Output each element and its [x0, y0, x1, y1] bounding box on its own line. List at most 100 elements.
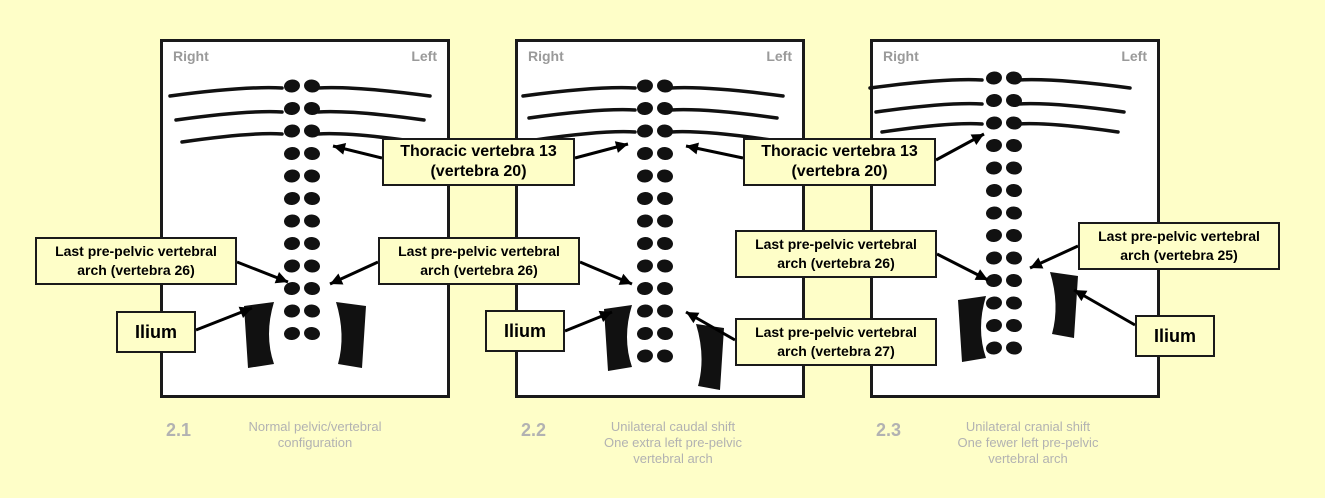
rib — [521, 85, 637, 98]
callout-line: arch (vertebra 26) — [777, 255, 895, 271]
vertebra-blob — [284, 326, 300, 341]
rib — [1016, 121, 1120, 134]
rib — [1016, 77, 1132, 90]
vertebra-blob — [657, 79, 673, 93]
vertebra-blob — [657, 191, 673, 206]
vertebra-blob — [986, 93, 1002, 108]
vertebra-blob — [637, 169, 653, 183]
caption-line: vertebral arch — [988, 451, 1068, 466]
vertebra-blob — [986, 318, 1002, 333]
vertebra-blob — [637, 124, 653, 138]
arrowhead — [614, 141, 628, 153]
vertebra-blob — [986, 206, 1002, 220]
callout-last-prepelvic-arch: Last pre-pelvic vertebral arch (vertebra… — [1078, 222, 1280, 270]
vertebra-blob — [284, 79, 300, 93]
vertebra-blob — [1006, 273, 1022, 288]
vertebra-blob — [657, 326, 673, 341]
vertebra-blob — [284, 214, 300, 228]
rib — [316, 85, 432, 98]
caption-line: Unilateral cranial shift — [965, 419, 1091, 434]
caption-2-3: Unilateral cranial shift One fewer left … — [928, 419, 1128, 467]
vertebra-blob — [284, 146, 300, 161]
vertebra-blob — [657, 146, 673, 161]
vertebra-blob — [986, 71, 1002, 85]
vertebra-blob — [284, 259, 300, 273]
ilium — [604, 305, 632, 371]
ilium — [244, 302, 274, 368]
vertebra-blob — [1006, 116, 1022, 130]
arrowhead — [686, 312, 700, 324]
vertebra-blob — [304, 326, 320, 341]
vertebra-blob — [637, 146, 653, 161]
vertebra-blob — [1006, 341, 1022, 355]
caption-line: configuration — [277, 435, 353, 450]
vertebra-blob — [637, 236, 653, 251]
vertebra-blob — [657, 101, 673, 116]
vertebra-blob — [1006, 206, 1022, 220]
callout-line: Last pre-pelvic vertebral — [398, 243, 560, 259]
vertebra-blob — [637, 191, 653, 206]
callout-ilium: Ilium — [485, 310, 565, 352]
vertebra-blob — [986, 228, 1002, 243]
rib — [874, 101, 984, 114]
vertebra-blob — [657, 259, 673, 273]
vertebra-blob — [304, 79, 320, 93]
vertebra-blob — [986, 161, 1002, 175]
vertebra-blob — [1006, 251, 1022, 265]
vertebra-blob — [304, 259, 320, 273]
vertebra-blob — [284, 169, 300, 183]
vertebra-blob — [637, 304, 653, 318]
caption-line: vertebral arch — [633, 451, 713, 466]
vertebra-blob — [986, 251, 1002, 265]
rib — [669, 107, 779, 120]
vertebra-blob — [284, 101, 300, 116]
callout-line: arch (vertebra 26) — [420, 262, 538, 278]
rib — [527, 107, 637, 120]
rib — [168, 85, 284, 98]
callout-line: Last pre-pelvic vertebral — [1098, 228, 1260, 244]
side-label-right: Right — [528, 48, 564, 64]
ilia — [244, 272, 1078, 390]
vertebra-blob — [1006, 296, 1022, 310]
vertebra-blob — [986, 138, 1002, 153]
arrowhead — [598, 310, 612, 323]
vertebra-blob — [637, 214, 653, 228]
callout-last-prepelvic-arch: Last pre-pelvic vertebral arch (vertebra… — [378, 237, 580, 285]
vertebra-blob — [986, 273, 1002, 288]
vertebra-blob — [637, 79, 653, 93]
callout-line: Thoracic vertebra 13 — [761, 143, 918, 160]
vertebral-column — [284, 71, 1022, 363]
arrowhead — [974, 269, 988, 280]
caption-line: One extra left pre-pelvic — [603, 435, 742, 450]
vertebra-blob — [637, 349, 653, 363]
vertebra-blob — [657, 214, 673, 228]
callout-last-prepelvic-arch: Last pre-pelvic vertebral arch (vertebra… — [735, 230, 937, 278]
callout-line: arch (vertebra 25) — [1120, 247, 1238, 263]
side-label-left: Left — [766, 48, 792, 64]
rib — [880, 121, 984, 134]
vertebra-blob — [986, 183, 1002, 198]
callout-line: Last pre-pelvic vertebral — [755, 236, 917, 252]
vertebra-blob — [637, 101, 653, 116]
vertebra-blob — [304, 146, 320, 161]
caption-line: One fewer left pre-pelvic — [957, 435, 1099, 450]
callout-last-prepelvic-arch: Last pre-pelvic vertebral arch (vertebra… — [735, 318, 937, 366]
arrowhead — [618, 273, 632, 285]
vertebra-blob — [1006, 71, 1022, 85]
rib — [174, 109, 284, 122]
vertebra-blob — [304, 304, 320, 318]
vertebra-blob — [637, 326, 653, 341]
vertebra-blob — [1006, 228, 1022, 243]
callout-line: arch (vertebra 26) — [77, 262, 195, 278]
ilium — [958, 296, 986, 362]
callout-line: Last pre-pelvic vertebral — [755, 324, 917, 340]
vertebra-blob — [637, 281, 653, 296]
callout-thoracic-vertebra-13: Thoracic vertebra 13 (vertebra 20) — [382, 138, 575, 186]
vertebra-blob — [1006, 161, 1022, 175]
ilium — [336, 302, 366, 368]
vertebra-blob — [284, 304, 300, 318]
callout-line: (vertebra 20) — [791, 163, 888, 180]
side-label-left: Left — [1121, 48, 1147, 64]
ilium — [1050, 272, 1078, 338]
